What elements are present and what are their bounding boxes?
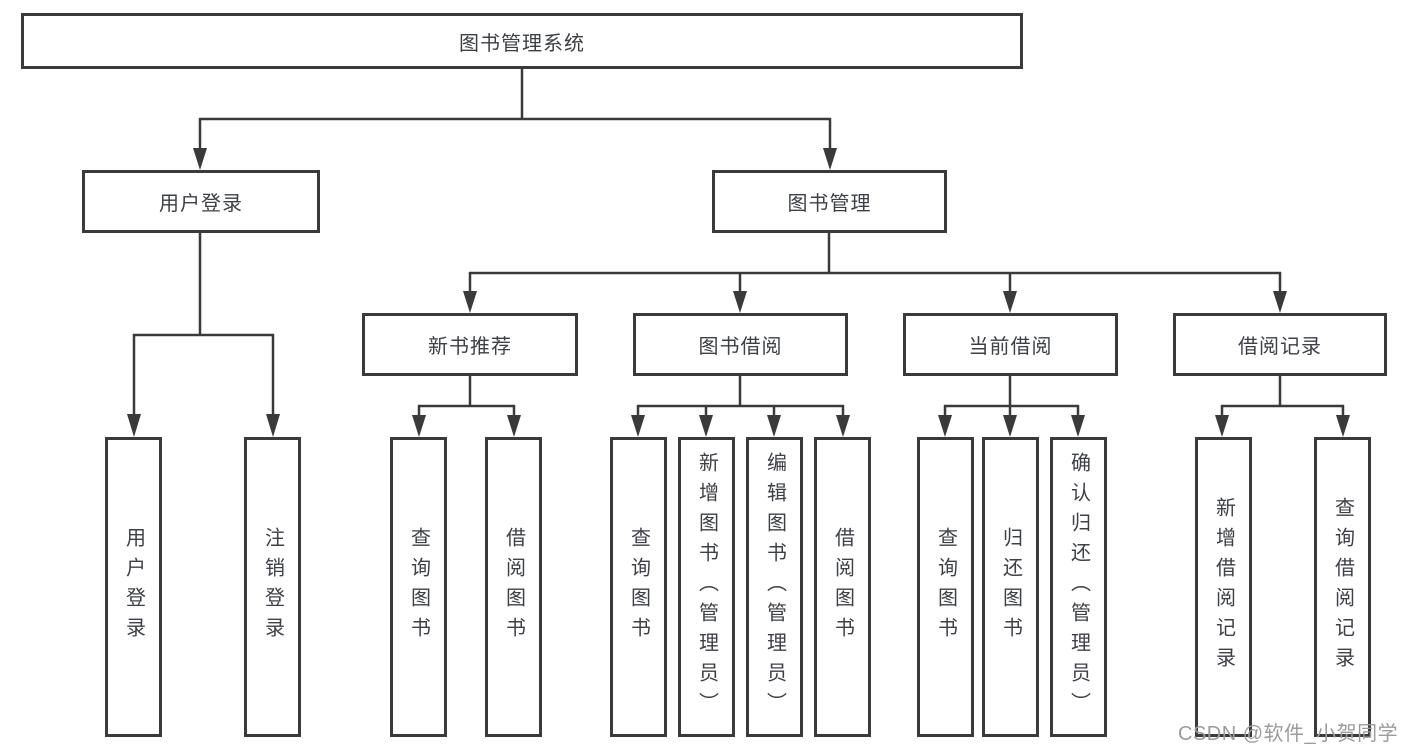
node-book-management: 图书管理 bbox=[712, 170, 947, 233]
leaf-logout: 注销登录 bbox=[244, 437, 301, 737]
watermark: CSDN @软件_小贺同学 bbox=[1178, 723, 1399, 745]
leaf-current-query-books: 查询图书 bbox=[917, 437, 974, 737]
leaf-borrowing-query-books: 查询图书 bbox=[610, 437, 667, 737]
node-user-login: 用户登录 bbox=[82, 170, 320, 233]
node-label: 借阅图书 bbox=[502, 527, 525, 647]
node-label: 注销登录 bbox=[261, 527, 284, 647]
node-library-management-system: 图书管理系统 bbox=[21, 13, 1023, 69]
node-borrowing-records: 借阅记录 bbox=[1173, 313, 1387, 376]
arrowhead-icons bbox=[127, 148, 1350, 437]
leaf-current-return-books: 归还图书 bbox=[982, 437, 1039, 737]
leaf-borrowing-borrow-books: 借阅图书 bbox=[814, 437, 871, 737]
node-label: 借阅图书 bbox=[831, 527, 854, 647]
node-current-borrowing: 当前借阅 bbox=[903, 313, 1118, 376]
node-label: 归还图书 bbox=[999, 527, 1022, 647]
node-label: 借阅记录 bbox=[1238, 336, 1322, 358]
node-label: 确认归还（管理员） bbox=[1067, 452, 1090, 722]
node-label: 新增借阅记录 bbox=[1212, 497, 1235, 677]
node-book-borrowing: 图书借阅 bbox=[633, 313, 848, 376]
leaf-records-add-record: 新增借阅记录 bbox=[1195, 437, 1252, 737]
node-label: 用户登录 bbox=[122, 527, 145, 647]
node-label: 图书管理 bbox=[787, 193, 872, 215]
node-label: 图书管理系统 bbox=[459, 32, 585, 55]
node-label: 图书借阅 bbox=[698, 336, 783, 358]
node-label: 查询借阅记录 bbox=[1331, 497, 1354, 677]
node-label: 新增图书（管理员） bbox=[695, 452, 718, 722]
node-label: 当前借阅 bbox=[968, 336, 1053, 358]
node-label: 查询图书 bbox=[934, 527, 957, 647]
leaf-borrowing-edit-books-admin: 编辑图书（管理员） bbox=[746, 437, 803, 737]
node-label: 查询图书 bbox=[407, 527, 430, 647]
node-label: 用户登录 bbox=[159, 193, 243, 215]
node-label: 新书推荐 bbox=[428, 336, 512, 358]
node-new-book-recommendation: 新书推荐 bbox=[362, 313, 578, 376]
leaf-records-query-record: 查询借阅记录 bbox=[1314, 437, 1371, 737]
node-label: 查询图书 bbox=[627, 527, 650, 647]
leaf-user-login: 用户登录 bbox=[105, 437, 162, 737]
leaf-recommend-query-books: 查询图书 bbox=[390, 437, 447, 737]
leaf-recommend-borrow-books: 借阅图书 bbox=[485, 437, 542, 737]
leaf-current-confirm-return-admin: 确认归还（管理员） bbox=[1050, 437, 1107, 737]
node-label: 编辑图书（管理员） bbox=[763, 452, 786, 722]
leaf-borrowing-add-books-admin: 新增图书（管理员） bbox=[678, 437, 735, 737]
